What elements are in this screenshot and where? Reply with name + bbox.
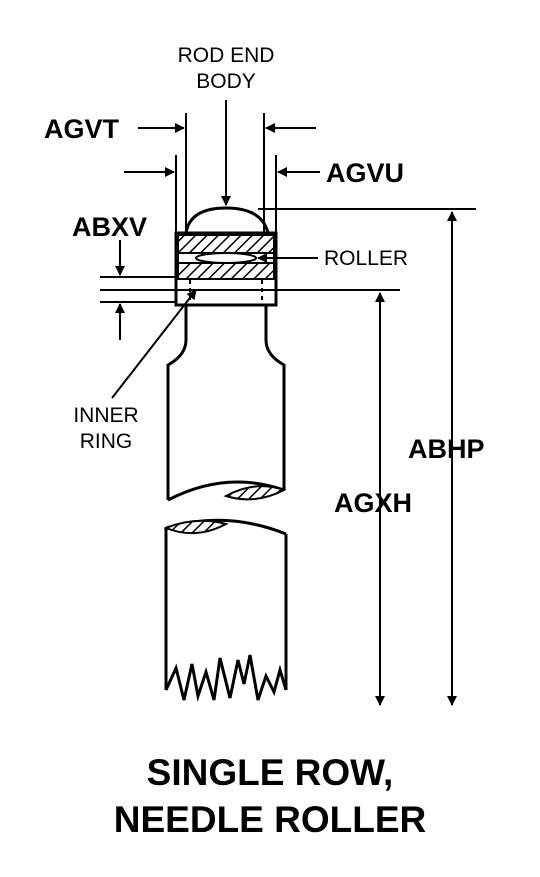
rod-end-body-label-line2: BODY (196, 70, 256, 93)
break-hatch-lower (163, 519, 229, 535)
roller-label: ROLLER (324, 247, 408, 270)
break-hatch-upper (223, 485, 287, 501)
rod-end-body-label-line1: ROD END (178, 44, 275, 67)
roller-ellipse (195, 252, 257, 264)
diagram-title-line2: NEEDLE ROLLER (114, 799, 426, 840)
diagram-title-line1: SINGLE ROW, (147, 752, 394, 793)
inner-race (177, 262, 275, 280)
jagged-break (164, 654, 288, 702)
agxh-label: AGXH (334, 488, 412, 518)
abxv-label: ABXV (72, 212, 147, 242)
outer-race-top (177, 234, 275, 254)
inner-ring-label-line1: INNER (73, 404, 138, 427)
roller-dome (184, 206, 270, 234)
agvt-label: AGVT (44, 114, 120, 144)
inner-ring-label-line2: RING (80, 430, 133, 453)
inner-ring-leader (111, 289, 197, 399)
abhp-label: ABHP (408, 434, 485, 464)
agvu-label: AGVU (326, 158, 404, 188)
shank (163, 305, 288, 702)
outer-housing (174, 231, 278, 307)
